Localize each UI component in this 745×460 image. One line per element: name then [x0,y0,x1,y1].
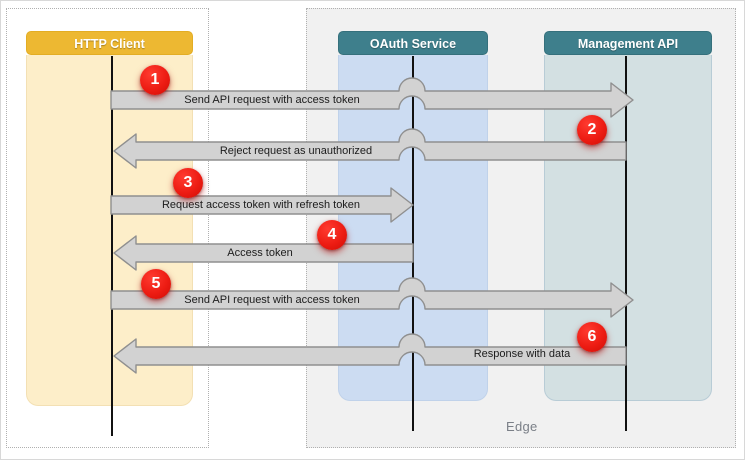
participant-header-http-client[interactable]: HTTP Client [26,31,193,55]
step-badge-1[interactable]: 1 [140,65,170,95]
message-arrow-1[interactable] [110,77,634,118]
step-badge-3[interactable]: 3 [173,168,203,198]
message-arrow-4[interactable] [113,235,414,271]
message-arrow-6[interactable] [113,333,627,374]
step-badge-6[interactable]: 6 [577,322,607,352]
participant-header-oauth-service[interactable]: OAuth Service [338,31,488,55]
lifeline-body-management-api [544,55,712,401]
client-region [6,8,209,448]
participant-header-management-api[interactable]: Management API [544,31,712,55]
lifeline-http-client [111,56,113,436]
edge-region-label: Edge [506,419,538,434]
message-arrow-2[interactable] [113,128,627,169]
step-badge-5[interactable]: 5 [141,269,171,299]
step-badge-2[interactable]: 2 [577,115,607,145]
lifeline-management-api [625,56,627,431]
message-arrow-5[interactable] [110,277,634,318]
message-arrow-3[interactable] [110,187,414,223]
step-badge-4[interactable]: 4 [317,220,347,250]
